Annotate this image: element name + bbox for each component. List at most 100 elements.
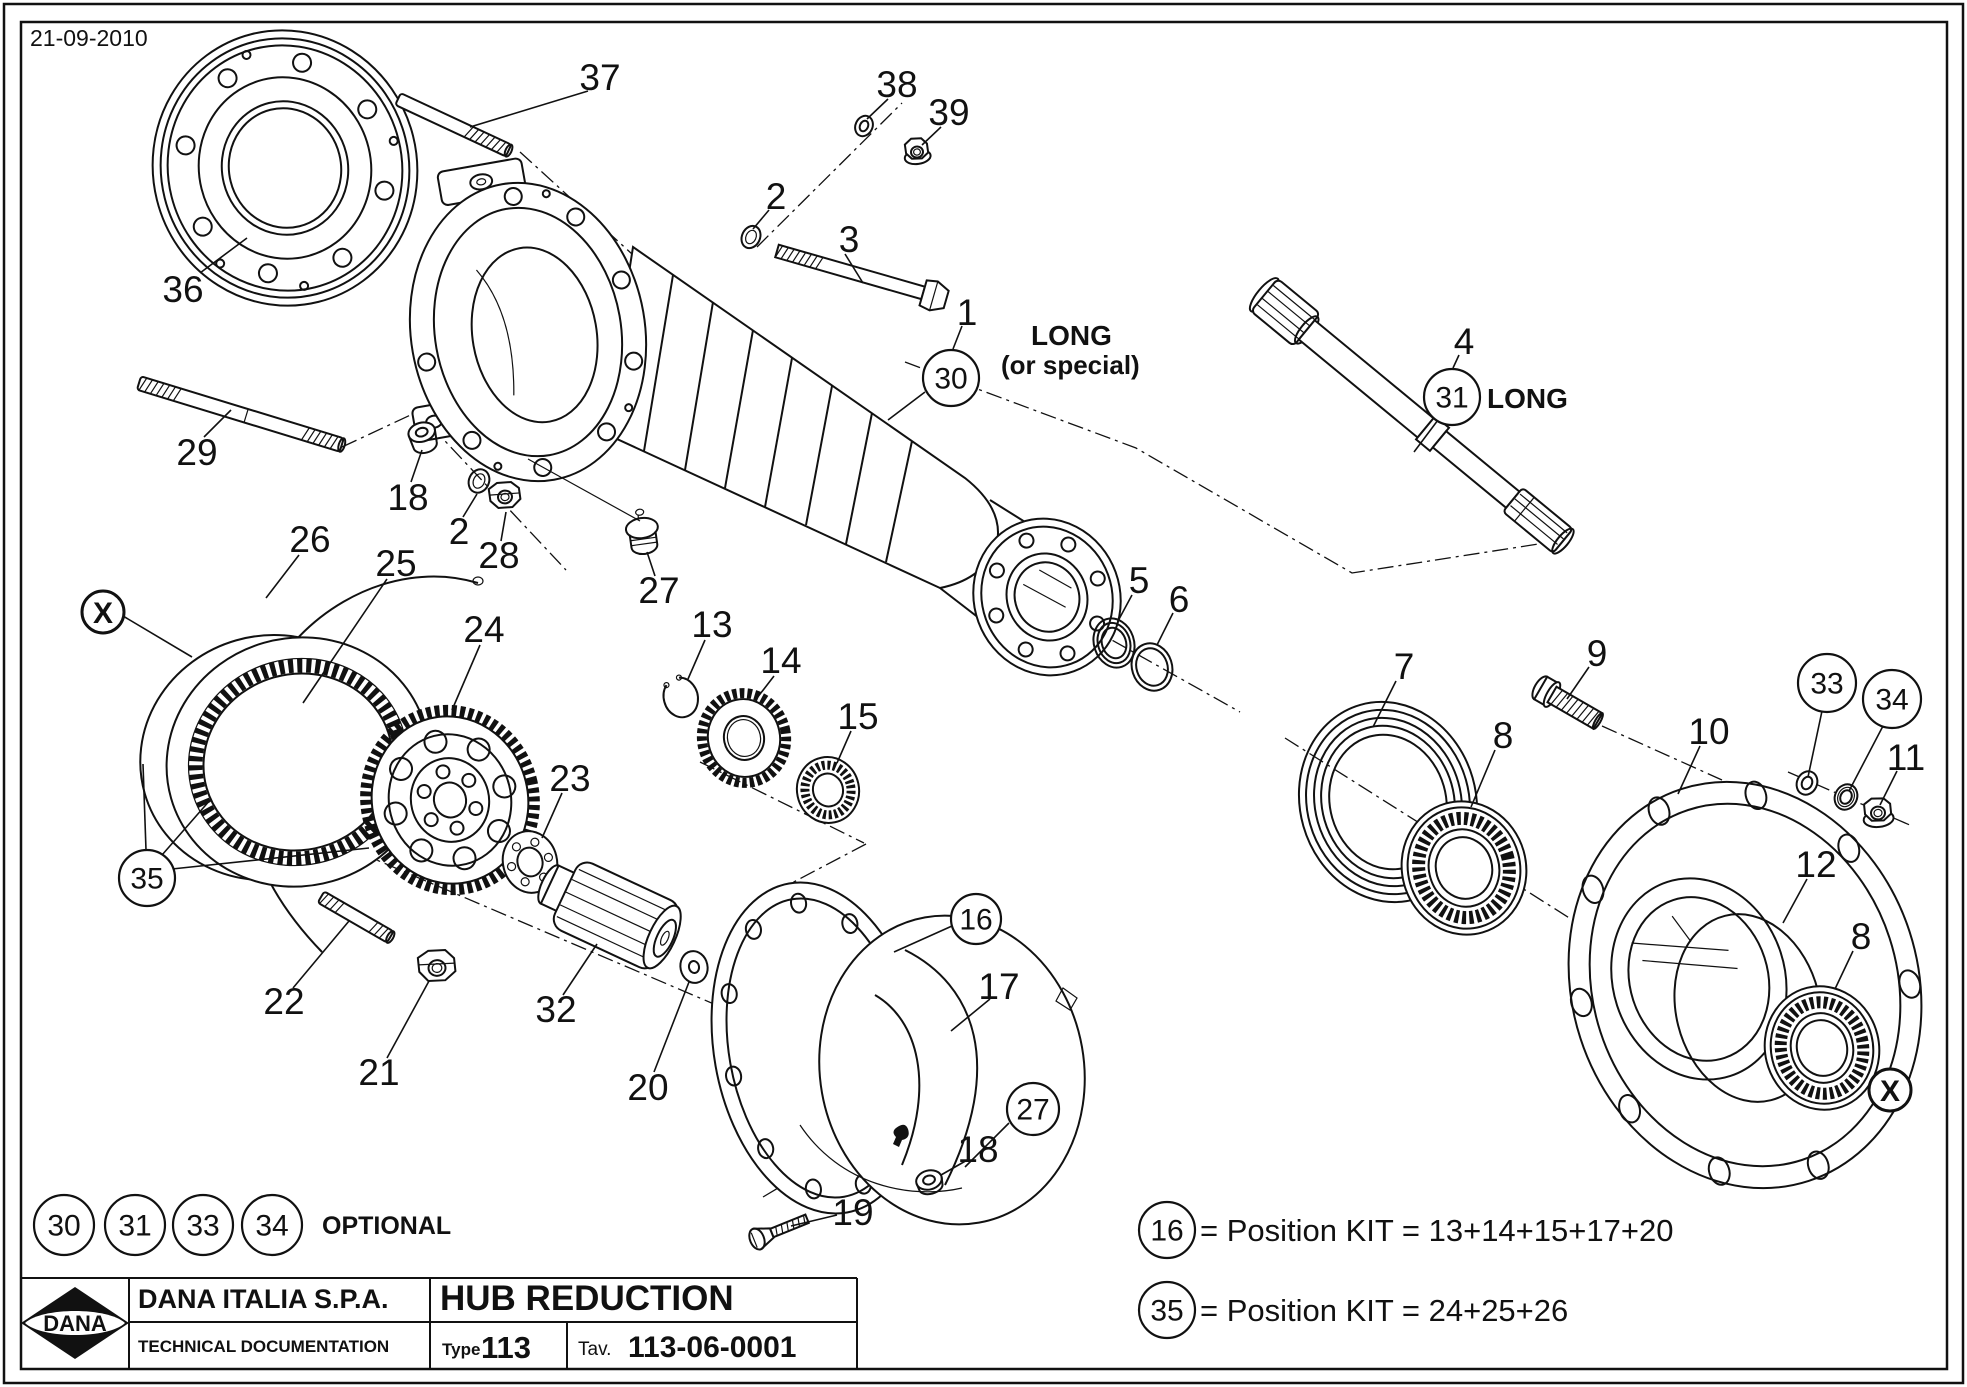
part-37-stud [395,93,514,158]
part-label-39: 39 [928,92,969,133]
x-marker-2: X [1867,1067,1913,1113]
kit-note-2: 35 = Position KIT = 24+25+26 [1137,1280,1568,1340]
part-label-22: 22 [263,981,304,1022]
part-28-nut [487,480,522,510]
part-1-axle-housing [408,157,1122,677]
part-label-2: 2 [449,511,470,552]
part-label-29: 29 [176,432,217,473]
part-label-13: 13 [691,604,732,645]
part-4-axle-shaft [1248,277,1575,555]
part-label-24: 24 [463,609,504,650]
part-14-gear [696,688,792,788]
tav-label: Tav. [578,1339,611,1360]
part-25-ring-gear [139,634,431,888]
svg-text:X: X [93,597,113,630]
svg-text:34: 34 [255,1210,288,1243]
part-label-26: 26 [289,519,330,560]
part-22-stud [317,891,396,944]
part-32-splined-coupling [537,861,682,970]
part-label-7: 7 [1394,646,1415,687]
svg-text:33: 33 [186,1210,219,1243]
part-label-2: 2 [766,176,787,217]
type-label: Type [442,1340,480,1359]
part-17-hub-cover [710,881,1086,1226]
circled-callout-27: 27 [1005,1081,1061,1137]
drawing-title: HUB REDUCTION [440,1279,734,1318]
part-label-18: 18 [387,477,428,518]
svg-text:35: 35 [1150,1295,1183,1328]
part-5-seal-ring [1092,617,1136,669]
part-label-1: 1 [957,292,978,333]
part-15-bearing [795,756,861,824]
part-8-bearing-left [1400,800,1528,936]
svg-text:33: 33 [1810,668,1843,701]
circled-callout-31: 31 [1422,367,1482,427]
svg-text:30: 30 [934,363,967,396]
part-label-3: 3 [839,219,860,260]
circled-callout-33: 33 [1796,652,1858,714]
svg-text:16: 16 [1150,1215,1183,1248]
svg-text:= Position KIT = 24+25+26: = Position KIT = 24+25+26 [1200,1293,1568,1328]
lubrication-symbol [893,1124,909,1147]
optional-circle-34: 34 [240,1193,304,1257]
part-18-plug-upper [407,421,438,455]
x-markers: XX [80,589,1913,1113]
circled-callout-34: 34 [1861,668,1923,730]
part-8-bearing-right [1763,985,1881,1111]
part-label-6: 6 [1169,579,1190,620]
variant-1-special-label: (or special) [1001,350,1140,380]
variant-1-long-label: LONG [1031,320,1112,351]
part-label-5: 5 [1129,560,1150,601]
svg-text:= Position KIT = 13+14+15+17+2: = Position KIT = 13+14+15+17+20 [1200,1213,1673,1248]
leader-lines [122,90,1898,1227]
position-kit-notes: 16 = Position KIT = 13+14+15+17+20 35 = Pos… [1137,1200,1673,1340]
optional-circle-31: 31 [103,1193,167,1257]
part-label-20: 20 [627,1067,668,1108]
svg-text:X: X [1880,1075,1900,1108]
svg-text:30: 30 [47,1210,80,1243]
part-18-plug-lower [915,1169,944,1196]
part-label-9: 9 [1587,633,1608,674]
part-3-bolt [773,243,950,312]
part-label-28: 28 [478,535,519,576]
part-label-27: 27 [638,570,679,611]
svg-text:31: 31 [118,1210,151,1243]
part-label-10: 10 [1688,711,1729,752]
part-label-21: 21 [358,1052,399,1093]
part-33-washer [1795,770,1819,796]
part-label-4: 4 [1454,321,1475,362]
part-label-17: 17 [978,966,1019,1007]
part-2-oring-lower [467,468,491,494]
title-block: DANA DANA ITALIA S.P.A. HUB REDUCTION TE… [21,1277,858,1369]
dana-logo-text: DANA [43,1311,107,1336]
optional-circle-30: 30 [32,1193,96,1257]
type-value: 113 [481,1330,531,1365]
part-9-stud [1531,675,1604,731]
part-20-washer [679,950,709,984]
part-38-washer [854,114,874,138]
part-label-19: 19 [832,1192,873,1233]
part-label-38: 38 [876,64,917,105]
variant-4-long-label: LONG [1487,383,1568,414]
svg-text:31: 31 [1435,382,1468,415]
part-26-wire-end [472,576,484,586]
svg-text:16: 16 [959,904,992,937]
part-label-8: 8 [1493,715,1514,756]
kit-note-1: 16 = Position KIT = 13+14+15+17+20 [1137,1200,1673,1260]
part-label-36: 36 [162,269,203,310]
part-6-ring [1130,642,1174,692]
part-36-flange-ring [151,29,419,307]
doc-type-label: TECHNICAL DOCUMENTATION [138,1337,389,1356]
svg-text:34: 34 [1875,684,1908,717]
part-27-plug-upper [624,508,659,556]
optional-circle-33: 33 [171,1193,235,1257]
date-label: 21-09-2010 [30,25,148,51]
part-21-nut [416,949,457,982]
part-label-25: 25 [375,543,416,584]
part-11-nut [1862,797,1895,829]
part-label-32: 32 [535,989,576,1030]
